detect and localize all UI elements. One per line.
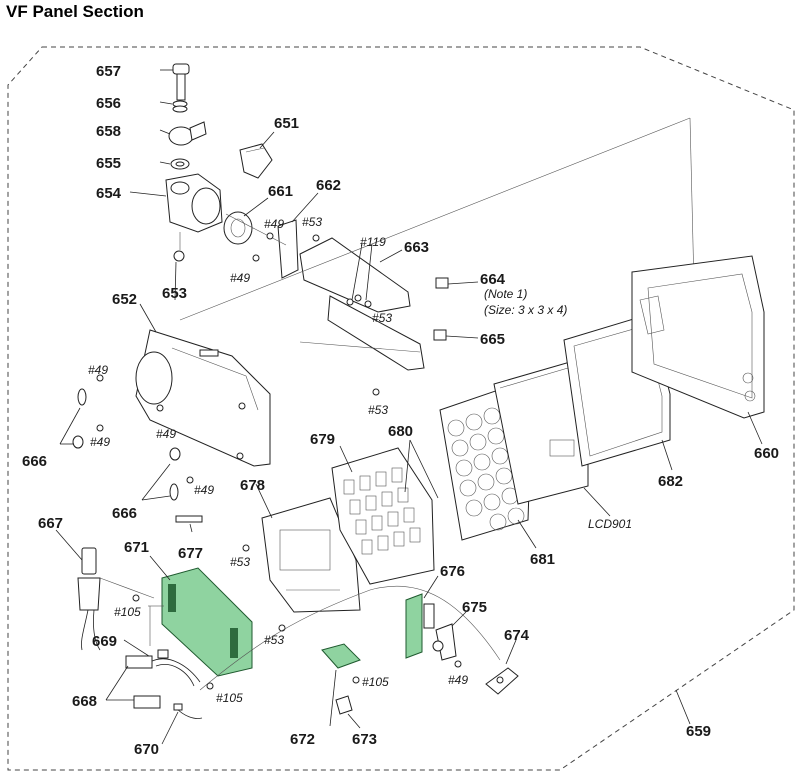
cover-651 (239, 143, 273, 179)
cable-667 (55, 529, 155, 651)
label-659: 659 (686, 723, 711, 740)
plate-662 (277, 219, 299, 279)
cap-653 (173, 250, 185, 262)
note-label: (Note 1) (484, 287, 527, 301)
label-654: 654 (96, 185, 122, 202)
frame-678 (261, 497, 361, 613)
label-665: 665 (480, 331, 505, 348)
label-660: 660 (754, 445, 779, 462)
label-679: 679 (310, 431, 335, 448)
label-668: 668 (72, 693, 97, 710)
hinge-pin-657 (172, 63, 190, 101)
label-681: 681 (530, 551, 555, 568)
cable-669 (149, 649, 201, 687)
label-677: 677 (178, 545, 203, 562)
label-674: 674 (504, 627, 530, 644)
label-676: 676 (440, 563, 465, 580)
label-671: 671 (124, 539, 149, 556)
screw-label: #119 (360, 235, 386, 249)
bracket-663 (299, 237, 425, 371)
label-670: 670 (134, 741, 159, 758)
cable-670 (173, 703, 203, 719)
label-661: 661 (268, 183, 293, 200)
screw-label: #53 (302, 215, 322, 229)
sheet-668 (105, 655, 161, 709)
page-title: VF Panel Section (6, 2, 144, 21)
bracket-673 (335, 695, 353, 715)
label-653: 653 (162, 285, 187, 302)
label-673: 673 (352, 731, 377, 748)
label-678: 678 (240, 477, 265, 494)
label-675: 675 (462, 599, 487, 616)
label-655: 655 (96, 155, 121, 172)
label-656: 656 (96, 95, 121, 112)
label-651: 651 (274, 115, 299, 132)
screw-label: #53 (368, 403, 388, 417)
hinge-clip-658 (168, 121, 207, 146)
screw-labels: #49 #49 #53 #119 #53 #53 #49 #49 #49 #49… (88, 215, 468, 705)
board-676 (405, 593, 435, 659)
assembly-boundary (7, 46, 795, 771)
orings-666 (59, 388, 181, 501)
label-652: 652 (112, 291, 137, 308)
cushion-664 (435, 277, 449, 289)
label-669: 669 (92, 633, 117, 650)
label-664: 664 (480, 271, 506, 288)
label-680: 680 (388, 423, 413, 440)
label-663: 663 (404, 239, 429, 256)
label-682: 682 (658, 473, 683, 490)
label-666a: 666 (22, 453, 47, 470)
label-662: 662 (316, 177, 341, 194)
hinge-block-654 (165, 173, 223, 233)
label-667: 667 (38, 515, 63, 532)
board-672 (321, 643, 361, 669)
screw-label: #105 (362, 675, 389, 689)
bracket-675 (432, 623, 457, 661)
frame-679 (331, 447, 435, 585)
part-number-labels: 657 656 658 655 654 653 651 661 662 663 … (22, 63, 779, 758)
screw-label: #53 (264, 633, 284, 647)
screw-label: #105 (114, 605, 141, 619)
leader-lines (129, 69, 697, 371)
bracket-674 (485, 667, 519, 695)
label-658: 658 (96, 123, 121, 140)
lcd-label: LCD901 (588, 517, 632, 531)
screw-label: #49 (156, 427, 176, 441)
frame-660 (631, 255, 765, 419)
label-657: 657 (96, 63, 121, 80)
hinge-gear-661 (223, 211, 253, 245)
screw-label: #53 (230, 555, 250, 569)
label-672: 672 (290, 731, 315, 748)
screw-label: #49 (194, 483, 214, 497)
flex-cable (199, 585, 501, 691)
screw-label: #49 (90, 435, 110, 449)
screw-label: #49 (448, 673, 468, 687)
screw-label: #49 (264, 217, 284, 231)
cushion-665 (433, 329, 447, 341)
washer-656-b (172, 105, 188, 113)
leader-659 (675, 689, 691, 725)
screw-label: #53 (372, 311, 392, 325)
sheet-677 (175, 515, 203, 523)
size-note: (Size: 3 x 3 x 4) (484, 303, 567, 317)
board-671 (161, 567, 253, 677)
vf-housing-652 (135, 329, 271, 467)
screw-label: #105 (216, 691, 243, 705)
label-666b: 666 (112, 505, 137, 522)
screw-label: #49 (88, 363, 108, 377)
screw-label: #49 (230, 271, 250, 285)
